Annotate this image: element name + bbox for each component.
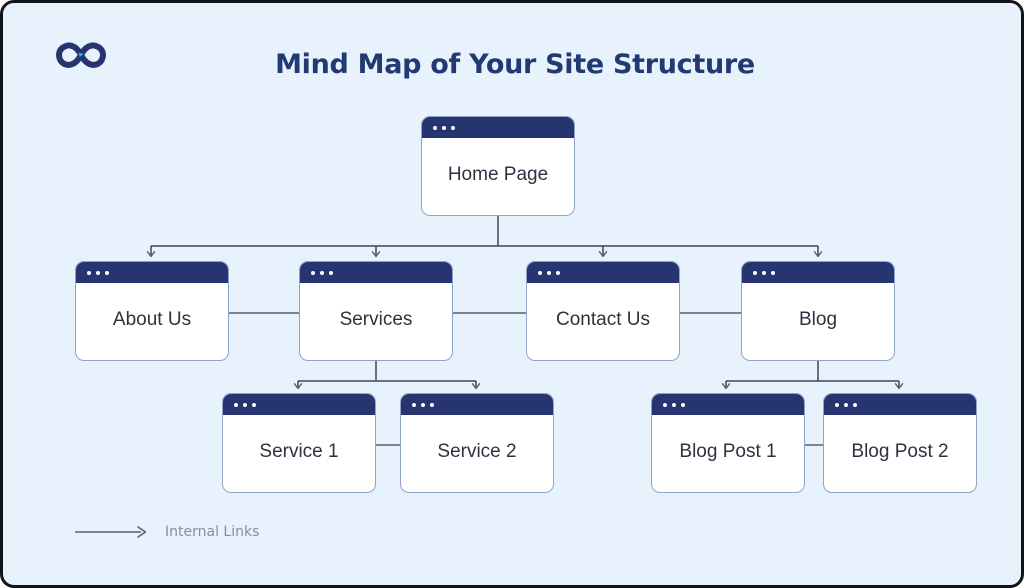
node-titlebar	[824, 394, 976, 415]
window-dot-icon	[329, 270, 333, 275]
window-dot-icon	[243, 402, 247, 407]
window-dot-icon	[663, 402, 667, 407]
page-title: Mind Map of Your Site Structure	[275, 49, 755, 80]
node-label: About Us	[112, 308, 192, 330]
window-dot-icon	[105, 270, 109, 275]
node-body: Home Page	[422, 138, 574, 215]
node-label: Blog Post 2	[851, 440, 949, 462]
node-body: Service 2	[401, 415, 553, 492]
arrow-right-icon	[75, 526, 147, 538]
legend: Internal Links	[75, 524, 259, 540]
infinity-logo	[53, 37, 109, 73]
node-contact-us[interactable]: Contact Us	[526, 261, 680, 361]
node-about-us[interactable]: About Us	[75, 261, 229, 361]
node-titlebar	[422, 117, 574, 138]
window-dot-icon	[311, 270, 315, 275]
node-blog-post-1[interactable]: Blog Post 1	[651, 393, 805, 493]
node-body: Blog Post 1	[652, 415, 804, 492]
window-dot-icon	[547, 270, 551, 275]
window-dot-icon	[320, 270, 324, 275]
window-dot-icon	[412, 402, 416, 407]
node-titlebar	[742, 262, 894, 283]
node-home-page[interactable]: Home Page	[421, 116, 575, 216]
window-dot-icon	[421, 402, 425, 407]
node-titlebar	[527, 262, 679, 283]
node-blog-post-2[interactable]: Blog Post 2	[823, 393, 977, 493]
window-dot-icon	[681, 402, 685, 407]
node-body: About Us	[76, 283, 228, 360]
node-service-2[interactable]: Service 2	[400, 393, 554, 493]
node-titlebar	[76, 262, 228, 283]
window-dot-icon	[433, 125, 437, 130]
node-titlebar	[401, 394, 553, 415]
node-label: Service 1	[259, 440, 339, 462]
node-body: Contact Us	[527, 283, 679, 360]
node-label: Service 2	[437, 440, 517, 462]
window-dot-icon	[252, 402, 256, 407]
node-titlebar	[300, 262, 452, 283]
window-dot-icon	[672, 402, 676, 407]
window-dot-icon	[430, 402, 434, 407]
window-dot-icon	[538, 270, 542, 275]
node-body: Services	[300, 283, 452, 360]
node-label: Contact Us	[556, 308, 650, 330]
node-body: Blog	[742, 283, 894, 360]
window-dot-icon	[234, 402, 238, 407]
window-dot-icon	[771, 270, 775, 275]
node-blog[interactable]: Blog	[741, 261, 895, 361]
window-dot-icon	[87, 270, 91, 275]
window-dot-icon	[451, 125, 455, 130]
node-body: Blog Post 2	[824, 415, 976, 492]
node-body: Service 1	[223, 415, 375, 492]
window-dot-icon	[96, 270, 100, 275]
window-dot-icon	[762, 270, 766, 275]
window-dot-icon	[853, 402, 857, 407]
window-dot-icon	[556, 270, 560, 275]
node-label: Blog	[798, 308, 838, 330]
window-dot-icon	[753, 270, 757, 275]
node-label: Blog Post 1	[679, 440, 777, 462]
node-label: Home Page	[447, 163, 549, 185]
node-titlebar	[223, 394, 375, 415]
window-dot-icon	[442, 125, 446, 130]
window-dot-icon	[835, 402, 839, 407]
legend-label: Internal Links	[165, 524, 260, 540]
node-services[interactable]: Services	[299, 261, 453, 361]
window-dot-icon	[844, 402, 848, 407]
node-titlebar	[652, 394, 804, 415]
node-service-1[interactable]: Service 1	[222, 393, 376, 493]
node-label: Services	[339, 308, 413, 330]
